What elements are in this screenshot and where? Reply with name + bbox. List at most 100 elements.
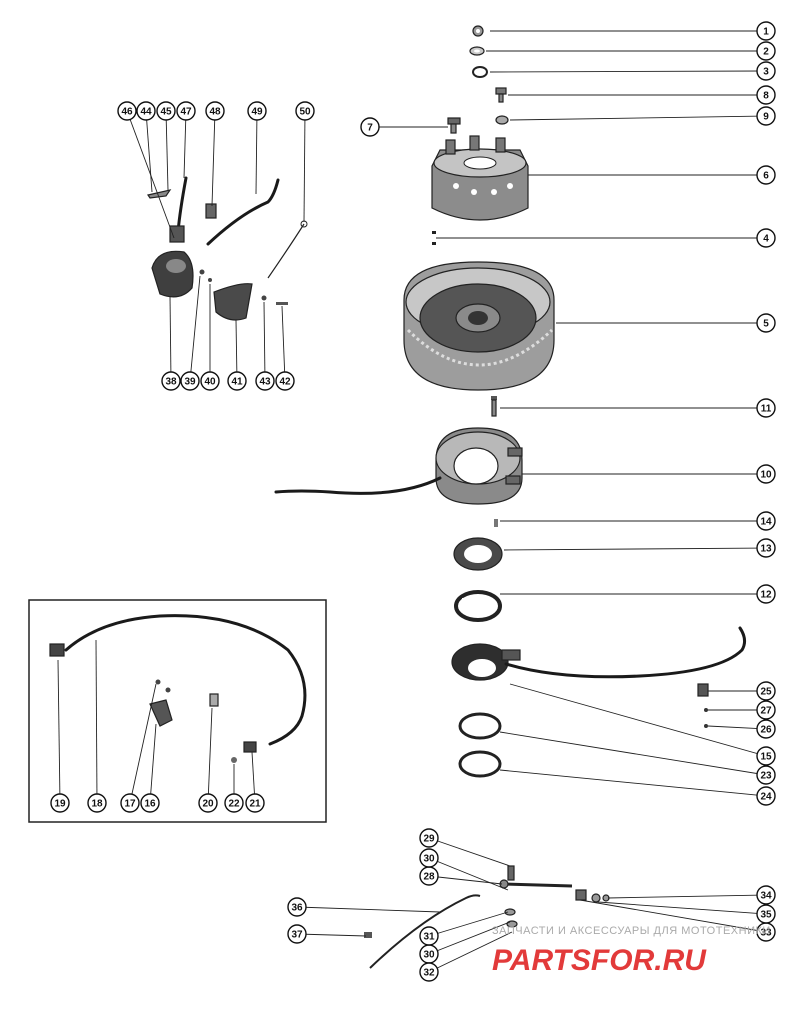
callout-circle <box>756 885 776 905</box>
leader-line-20 <box>207 707 213 804</box>
leader-line-44 <box>145 110 153 193</box>
callout-13: 13 <box>756 538 776 558</box>
callout-circle <box>756 746 776 766</box>
callout-circle <box>419 926 439 946</box>
callout-20: 20 <box>198 793 218 813</box>
part-bracket-16 <box>149 699 173 727</box>
watermark-brand: PARTSFOR.RU <box>492 944 707 977</box>
callout-30b: 30 <box>419 944 439 964</box>
callout-number: 4 <box>763 234 769 245</box>
callout-number: 18 <box>91 799 103 810</box>
callout-circle <box>756 85 776 105</box>
callout-2: 2 <box>756 41 776 61</box>
callout-number: 19 <box>54 799 66 810</box>
callout-number: 30 <box>423 950 435 961</box>
callout-circle <box>756 681 776 701</box>
callout-number: 25 <box>760 687 772 698</box>
part-screw-8 <box>495 87 507 103</box>
callout-number: 9 <box>763 112 769 123</box>
callout-circle <box>176 101 196 121</box>
callout-22: 22 <box>224 793 244 813</box>
callout-circle <box>117 101 137 121</box>
callout-30a: 30 <box>419 848 439 868</box>
callout-14: 14 <box>756 511 776 531</box>
callout-number: 47 <box>180 107 192 118</box>
watermark-tagline: ЗАПЧАСТИ И АКСЕССУАРЫ ДЛЯ МОТОТЕХНИКИ <box>492 925 771 937</box>
callout-number: 36 <box>291 903 303 914</box>
callout-16: 16 <box>140 793 160 813</box>
callout-circle <box>140 793 160 813</box>
callout-29: 29 <box>419 828 439 848</box>
part-lead-50 <box>267 220 308 279</box>
callout-45: 45 <box>156 101 176 121</box>
callout-circle <box>245 793 265 813</box>
callout-circle <box>756 719 776 739</box>
callout-42: 42 <box>275 371 295 391</box>
callout-number: 42 <box>279 377 291 388</box>
callout-44: 44 <box>136 101 156 121</box>
callout-number: 15 <box>760 752 772 763</box>
callout-number: 33 <box>760 928 772 939</box>
callout-number: 20 <box>202 799 214 810</box>
callout-38: 38 <box>161 371 181 391</box>
callout-27: 27 <box>756 700 776 720</box>
part-plate-13 <box>453 537 503 571</box>
callout-25: 25 <box>756 681 776 701</box>
part-fittings-33-34-35 <box>575 889 610 903</box>
part-clip-25 <box>697 683 709 697</box>
callout-circle <box>756 765 776 785</box>
callout-number: 1 <box>763 27 769 38</box>
part-ring-23 <box>458 712 502 740</box>
part-keys-4 <box>432 231 436 245</box>
part-terminal-21-22 <box>231 741 257 763</box>
part-screw-27 <box>704 708 708 712</box>
callout-number: 14 <box>760 517 772 528</box>
callout-35: 35 <box>756 904 776 924</box>
callout-number: 43 <box>259 377 271 388</box>
leader-line-41 <box>235 319 238 382</box>
part-screw-42-43 <box>261 295 288 305</box>
leader-line-17 <box>129 683 157 804</box>
part-screw-39-40 <box>199 269 212 282</box>
callout-circle <box>756 786 776 806</box>
callout-number: 24 <box>760 792 772 803</box>
callout-circle <box>180 371 200 391</box>
leader-line-29 <box>428 837 511 867</box>
callout-number: 8 <box>763 91 769 102</box>
leader-line-37 <box>296 933 367 937</box>
callout-number: 16 <box>144 799 156 810</box>
callout-circle <box>255 371 275 391</box>
callout-17: 17 <box>120 793 140 813</box>
leader-line-32 <box>428 931 513 973</box>
part-washer-2 <box>469 46 485 56</box>
part-ring-24 <box>458 750 502 778</box>
callout-number: 35 <box>760 910 772 921</box>
callout-circle <box>419 848 439 868</box>
callout-48: 48 <box>205 101 225 121</box>
callout-circle <box>756 61 776 81</box>
leader-line-24 <box>499 769 767 797</box>
callout-34: 34 <box>756 885 776 905</box>
callout-circle <box>205 101 225 121</box>
callout-number: 21 <box>249 799 261 810</box>
leader-line-33 <box>579 899 767 933</box>
leader-line-38 <box>169 295 172 382</box>
leader-line-45 <box>165 110 169 191</box>
leader-line-18 <box>95 639 98 804</box>
leader-line-49 <box>255 110 258 195</box>
leader-line-39 <box>189 275 201 382</box>
callout-circle <box>287 897 307 917</box>
part-washer-9 <box>495 115 509 125</box>
callout-number: 38 <box>165 377 177 388</box>
callout-number: 5 <box>763 319 769 330</box>
callout-number: 27 <box>760 706 772 717</box>
callout-number: 39 <box>184 377 196 388</box>
callout-circle <box>419 828 439 848</box>
leader-line-43 <box>263 301 266 382</box>
callout-15: 15 <box>756 746 776 766</box>
part-lead-49 <box>206 178 280 246</box>
leader-line-9 <box>509 115 767 121</box>
callout-circle <box>227 371 247 391</box>
callout-number: 10 <box>760 470 772 481</box>
